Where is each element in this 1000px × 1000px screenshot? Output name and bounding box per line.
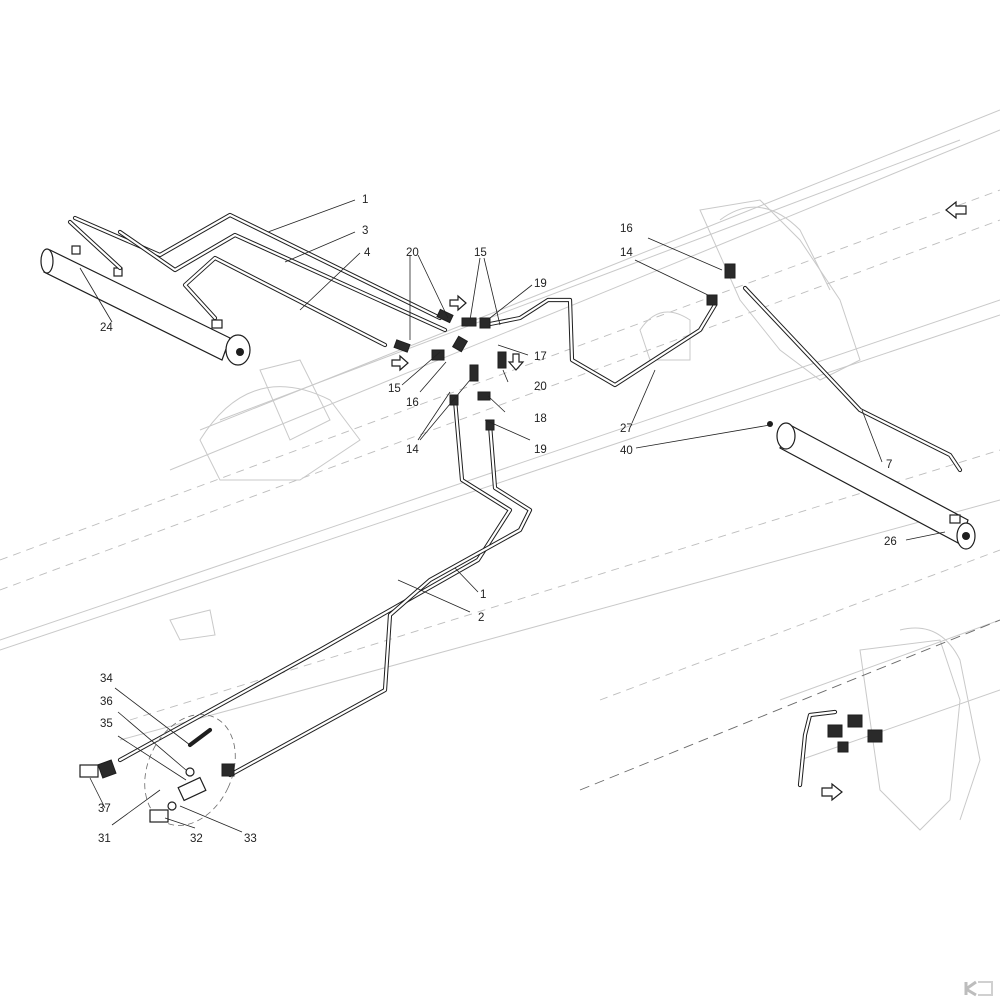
part-label-14-right: 14 <box>620 247 633 259</box>
part-label-1: 1 <box>480 589 486 601</box>
part-label-19-bottom: 19 <box>534 444 547 456</box>
part-label-14-left: 14 <box>406 444 419 456</box>
part-label-18: 18 <box>534 413 547 425</box>
center-fittings <box>393 263 773 431</box>
part-label-37: 37 <box>98 803 111 815</box>
part-label-17: 17 <box>534 351 547 363</box>
part-label-31: 31 <box>98 833 111 845</box>
part-label-40: 40 <box>620 445 633 457</box>
part-label-36: 36 <box>100 696 113 708</box>
direction-arrows <box>391 200 967 802</box>
leader-lines <box>79 199 946 833</box>
part-label-19-top: 19 <box>534 278 547 290</box>
part-label-2: 2 <box>478 612 484 624</box>
hose-lines <box>67 212 963 788</box>
part-label-15-top: 15 <box>474 247 487 259</box>
part-label-4: 4 <box>364 247 371 259</box>
direction-arrow-icon <box>945 200 967 220</box>
part-label-35: 35 <box>100 718 113 730</box>
part-label-32: 32 <box>190 833 203 845</box>
part-label-5: 1 <box>362 194 368 206</box>
part-label-7: 7 <box>886 459 892 471</box>
part-label-16-right: 16 <box>620 223 633 235</box>
part-label-20-top: 20 <box>406 247 419 259</box>
direction-arrow-icon <box>821 782 843 802</box>
watermark-logo-icon <box>964 980 993 997</box>
machine-frame-ghost <box>0 109 1000 831</box>
part-label-20-bottom: 20 <box>534 381 547 393</box>
part-label-24: 24 <box>100 322 113 334</box>
inset-valve-assembly <box>827 714 883 753</box>
part-labels: 1 3 4 20 15 19 17 20 18 19 15 16 14 24 1… <box>98 194 897 845</box>
part-label-15-left: 15 <box>388 383 401 395</box>
part-label-3: 3 <box>362 225 368 237</box>
part-label-33: 33 <box>244 833 257 845</box>
direction-arrow-icon <box>391 354 409 372</box>
direction-arrow-icon <box>449 294 467 312</box>
part-label-34: 34 <box>100 673 113 685</box>
part-label-16-left: 16 <box>406 397 419 409</box>
direction-arrow-icon <box>507 353 525 371</box>
cylinder-26 <box>776 422 976 550</box>
part-label-26: 26 <box>884 536 897 548</box>
coupler-assembly <box>79 714 236 826</box>
cylinder-24 <box>40 245 251 366</box>
part-label-27: 27 <box>620 423 633 435</box>
